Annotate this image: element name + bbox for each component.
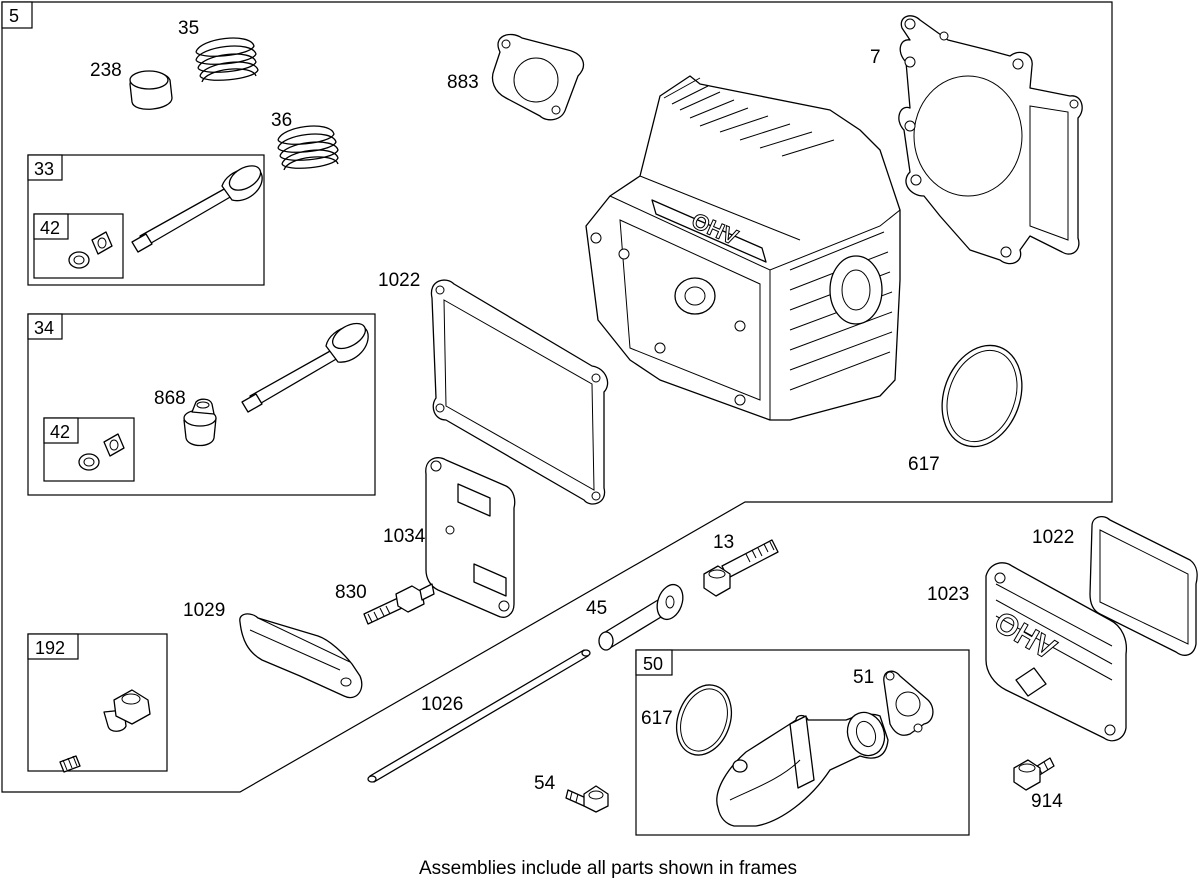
push-rod-drawing (367, 649, 591, 783)
keeper-b-drawing (78, 433, 125, 471)
frame-label-box-main (1, 1, 33, 29)
head-gasket-drawing (898, 15, 1083, 265)
intake-o-ring-drawing (675, 684, 733, 756)
callout-13: 13 (713, 532, 734, 553)
frame-label-keeper-b: 42 (50, 422, 70, 442)
frame-label-box-keeper-b (43, 417, 79, 444)
callout-51: 51 (853, 667, 874, 688)
exhaust-gasket-drawing (491, 33, 585, 121)
rocker-cover-gasket-drawing (1089, 515, 1198, 656)
frame-label-main: 5 (9, 6, 19, 26)
rocker-arm-drawing (239, 613, 363, 699)
callout-617-intake: 617 (641, 708, 673, 729)
frame-label-valve-b: 34 (34, 318, 54, 338)
keeper-b-frame (43, 417, 135, 482)
diagram-caption: Assemblies include all parts shown in fr… (419, 858, 797, 879)
callout-35: 35 (178, 18, 199, 39)
frame-label-intake-kit: 50 (643, 654, 663, 674)
frame-label-box-valve-a (27, 154, 63, 181)
valve-spring-upper-drawing (195, 37, 259, 83)
rocker-gasket-drawing (430, 279, 609, 505)
intake-gasket-drawing (883, 670, 934, 736)
callout-1022-right: 1022 (1032, 527, 1074, 548)
valve-cap-drawing (129, 70, 173, 110)
keeper-a-frame (33, 213, 124, 279)
rocker-stud-drawing (363, 583, 435, 625)
frame-label-box-valve-b (27, 313, 63, 340)
callout-830: 830 (335, 582, 367, 603)
valve-a-frame (27, 154, 265, 286)
callout-7: 7 (870, 47, 881, 68)
frame-label-valve-a: 33 (34, 159, 54, 179)
valve-b-drawing (241, 322, 369, 413)
frame-label-box-stud-kit (27, 633, 79, 660)
intake-screw-drawing (565, 785, 609, 813)
frame-label-stud-kit: 192 (35, 638, 65, 658)
callout-617-main: 617 (908, 454, 940, 475)
frame-label-keeper-a: 42 (40, 218, 60, 238)
intake-manifold-drawing (716, 711, 889, 827)
callout-36: 36 (271, 110, 292, 131)
callouts: 238 35 36 883 7 1022 868 617 1034 830 13… (90, 18, 1074, 812)
cover-screw-drawing (1013, 757, 1055, 791)
callout-1023: 1023 (927, 584, 969, 605)
callout-54: 54 (534, 773, 556, 794)
intake-kit-frame (635, 649, 970, 836)
breather-plate-drawing (425, 457, 516, 618)
callout-1022-main: 1022 (378, 270, 420, 291)
callout-868: 868 (154, 388, 186, 409)
callout-1029: 1029 (183, 600, 225, 621)
callout-1026: 1026 (421, 694, 463, 715)
callout-45: 45 (586, 598, 607, 619)
valve-b-frame (27, 313, 376, 496)
head-bolt-drawing (703, 539, 779, 597)
callout-883: 883 (447, 72, 479, 93)
callout-1034: 1034 (383, 526, 426, 547)
callout-914: 914 (1031, 791, 1063, 812)
callout-238: 238 (90, 60, 122, 81)
frame-label-box-keeper-a (33, 213, 69, 240)
stud-kit-drawing (59, 689, 151, 773)
push-rod-guide-drawing (598, 583, 684, 651)
valve-seal-drawing (183, 398, 217, 447)
keeper-a-drawing (68, 231, 113, 269)
o-ring-drawing (941, 344, 1023, 448)
frame-label-box-intake-kit (635, 649, 673, 676)
valve-a-drawing (131, 165, 263, 253)
valve-spring-lower-drawing (277, 125, 339, 171)
stud-kit-frame (27, 633, 168, 772)
cylinder-head-drawing: OHV (585, 75, 901, 421)
main-assembly-frame (1, 1, 1113, 793)
rocker-cover-drawing: OHV (985, 562, 1128, 742)
